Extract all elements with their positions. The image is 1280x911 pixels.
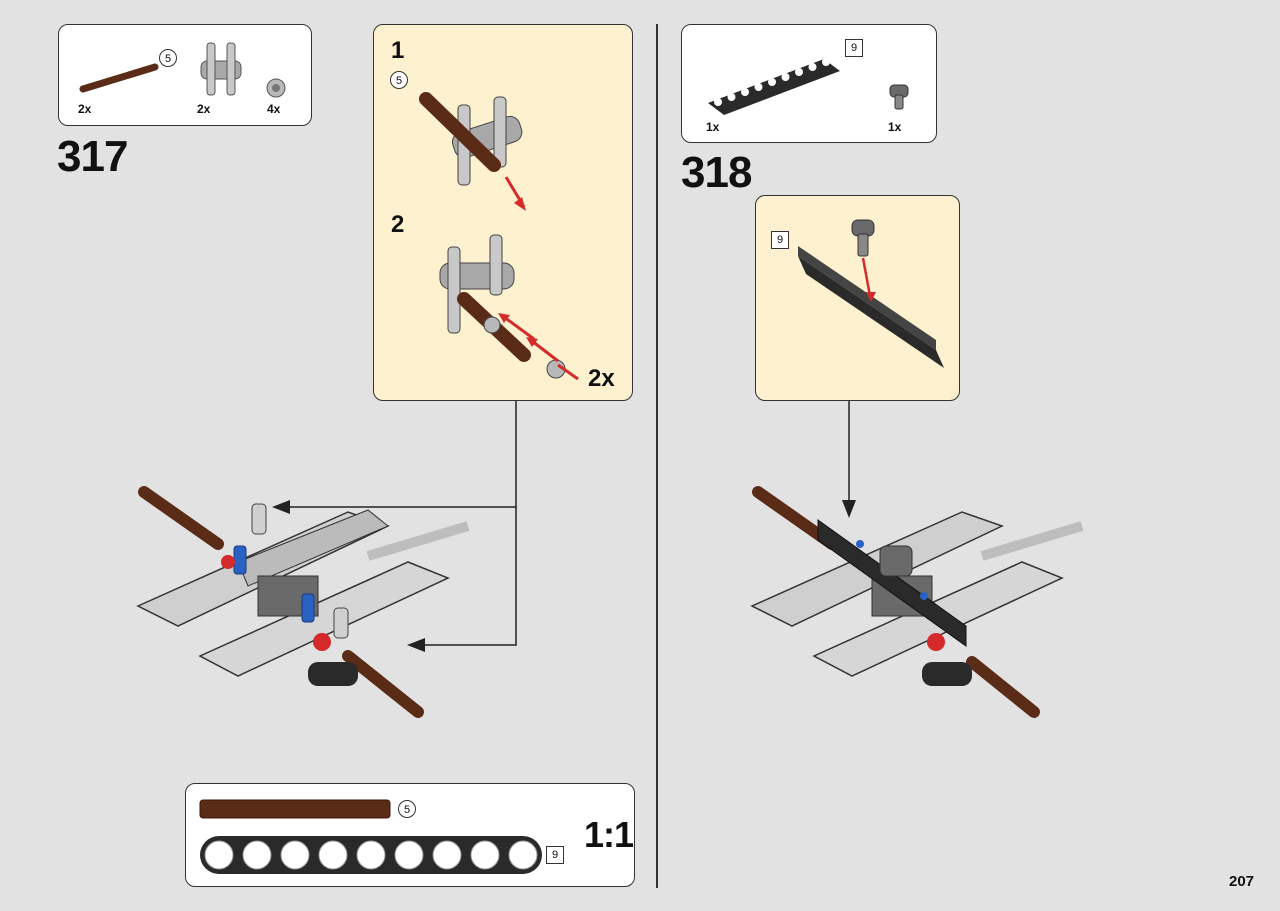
beam-holes	[204, 840, 538, 870]
beam-hole	[754, 83, 763, 91]
substep-1-illustration	[419, 92, 526, 211]
parts-list-317: 5 2x 2x 4x	[58, 24, 312, 126]
bush-part-icon	[266, 78, 286, 98]
beam-hole	[808, 63, 817, 71]
beam-hole	[432, 840, 462, 870]
model-illustration-318	[750, 486, 1084, 718]
callout-length-9: 9	[845, 39, 863, 57]
beam-hole	[727, 93, 736, 101]
pin-connector-part-icon	[889, 84, 909, 110]
beam-hole	[318, 840, 348, 870]
callout-length-9: 9	[771, 231, 789, 249]
beam-hole	[795, 68, 803, 76]
step-number-318: 318	[681, 148, 752, 197]
beam-hole	[714, 98, 722, 106]
beam-part-holes	[714, 58, 830, 106]
callout-length-5: 5	[390, 71, 408, 89]
parts-list-318: 9 1x 1x	[681, 24, 937, 143]
beam-part-icon	[708, 58, 840, 115]
scale-reference-box: 5 9 1:1	[185, 783, 635, 887]
beam-hole	[242, 840, 272, 870]
beam-hole	[822, 58, 830, 66]
beam-hole	[741, 88, 749, 96]
beam-hole	[470, 840, 500, 870]
subassembly-box-318: 9	[755, 195, 960, 401]
substep-318-illustration	[798, 219, 944, 368]
substep-label-1: 1	[391, 37, 405, 64]
beam-hole	[768, 78, 776, 86]
part-qty: 4x	[267, 102, 281, 116]
substep-2-illustration	[439, 234, 579, 381]
part-qty: 1x	[706, 120, 720, 134]
subassembly-box-317: 1 5 2 2x	[373, 24, 633, 401]
axle-part-icon	[79, 63, 159, 93]
column-divider	[656, 24, 658, 888]
page-number: 207	[1229, 873, 1255, 890]
beam-scale-icon	[200, 836, 542, 874]
callout-length-5: 5	[398, 800, 416, 818]
part-qty: 1x	[888, 120, 902, 134]
substep-multiplier: 2x	[588, 365, 615, 392]
beam-hole	[781, 73, 790, 81]
beam-hole	[394, 840, 424, 870]
model-illustration-317	[136, 486, 470, 718]
beam-hole	[204, 840, 234, 870]
beam-hole	[356, 840, 386, 870]
part-qty: 2x	[78, 102, 92, 116]
callout-length-5: 5	[159, 49, 177, 67]
beam-hole	[508, 840, 538, 870]
step-number-317: 317	[57, 132, 128, 181]
part-qty: 2x	[197, 102, 211, 116]
beam-hole	[280, 840, 310, 870]
double-connector-part-icon	[200, 42, 242, 96]
scale-label: 1:1	[584, 814, 634, 855]
substep-label-2: 2	[391, 211, 405, 238]
axle-scale-icon	[199, 799, 391, 819]
callout-length-9: 9	[546, 846, 564, 864]
